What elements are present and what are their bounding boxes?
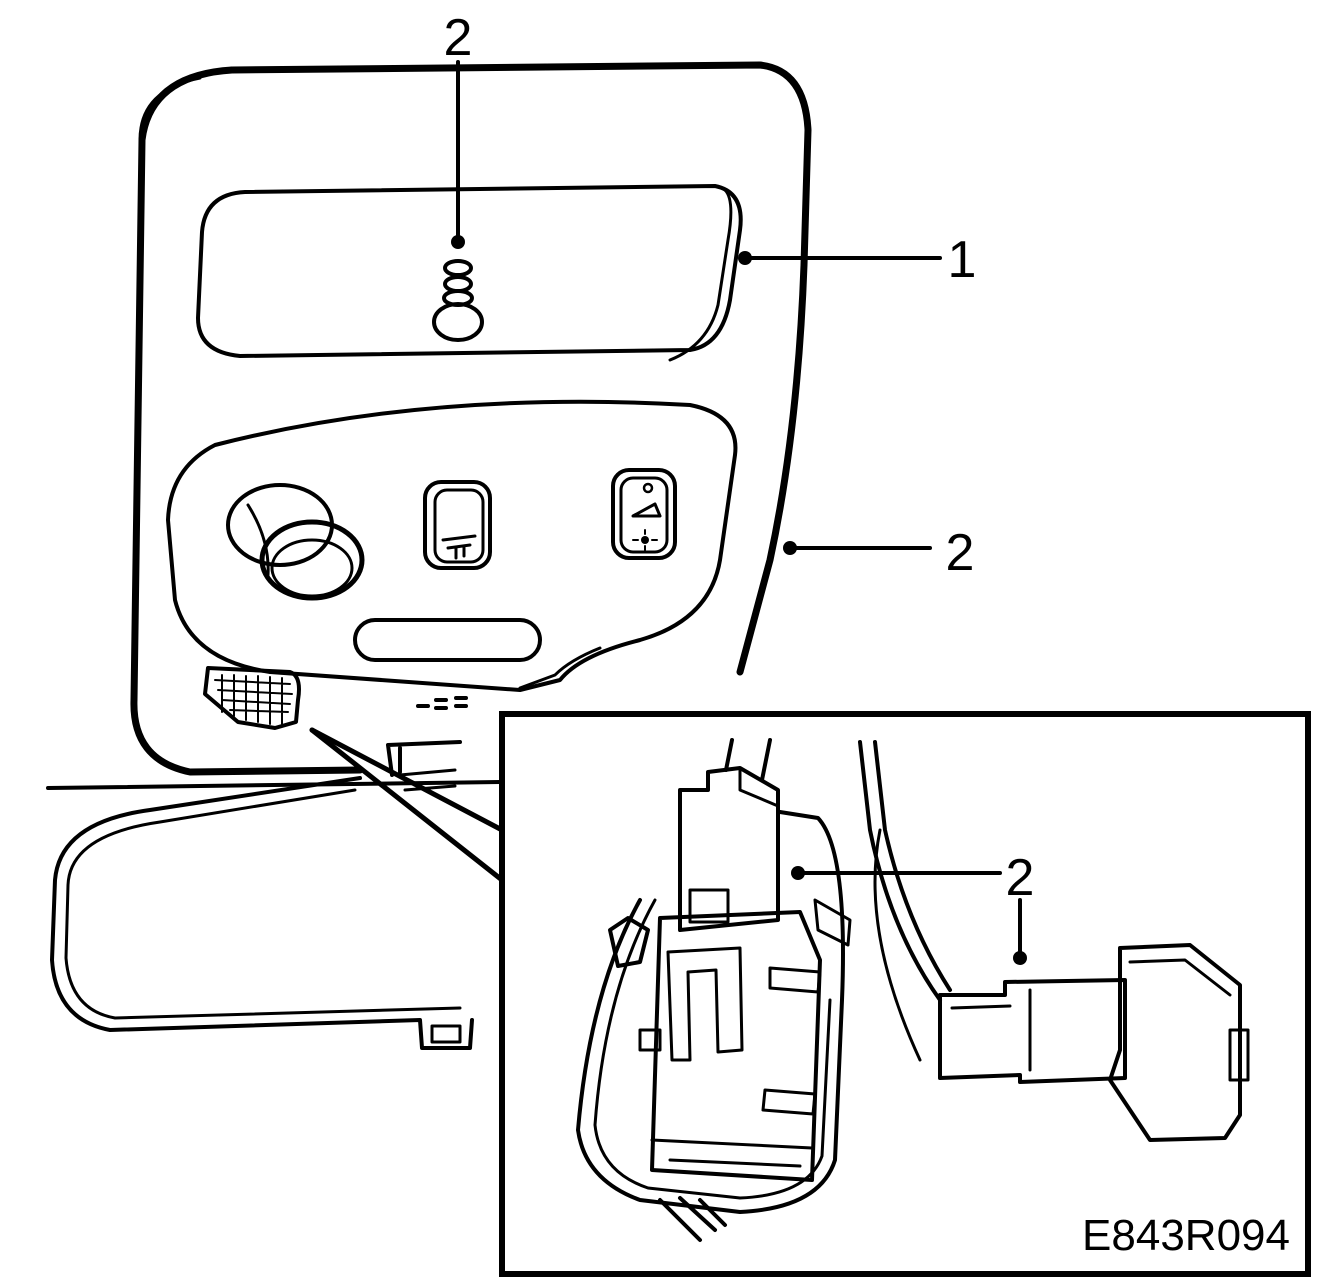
inset-frame	[499, 711, 1311, 1277]
callout-leaders	[456, 60, 942, 555]
mating-connector	[938, 898, 1250, 1142]
dome-lens	[196, 184, 743, 358]
callout-top: 2	[444, 9, 473, 67]
visor-panel	[50, 768, 474, 1050]
switch-bezel-lip	[518, 646, 602, 690]
console-outer-shell	[228, 61, 812, 676]
callout-side: 2	[946, 524, 975, 582]
inset-pointer	[309, 727, 505, 883]
sunroof-switch	[611, 468, 677, 560]
microphone-grille	[203, 666, 301, 730]
figure-id: E843R094	[1082, 1211, 1290, 1260]
console-slot	[353, 618, 542, 662]
headliner-edge	[46, 780, 502, 790]
reading-lamp-knob	[226, 483, 365, 601]
inset-detail	[499, 711, 1311, 1277]
screw-icon	[432, 235, 484, 342]
interior-light-switch	[423, 480, 492, 570]
callout-inset-connector: 2	[1006, 849, 1035, 907]
console-inner-shell	[138, 76, 202, 142]
dome-lens-lip	[668, 188, 733, 362]
switch-bezel	[166, 399, 738, 692]
console-vents	[416, 696, 468, 710]
overhead-console	[130, 61, 812, 777]
console-outer-left	[130, 66, 364, 776]
callout-console: 1	[948, 231, 977, 289]
